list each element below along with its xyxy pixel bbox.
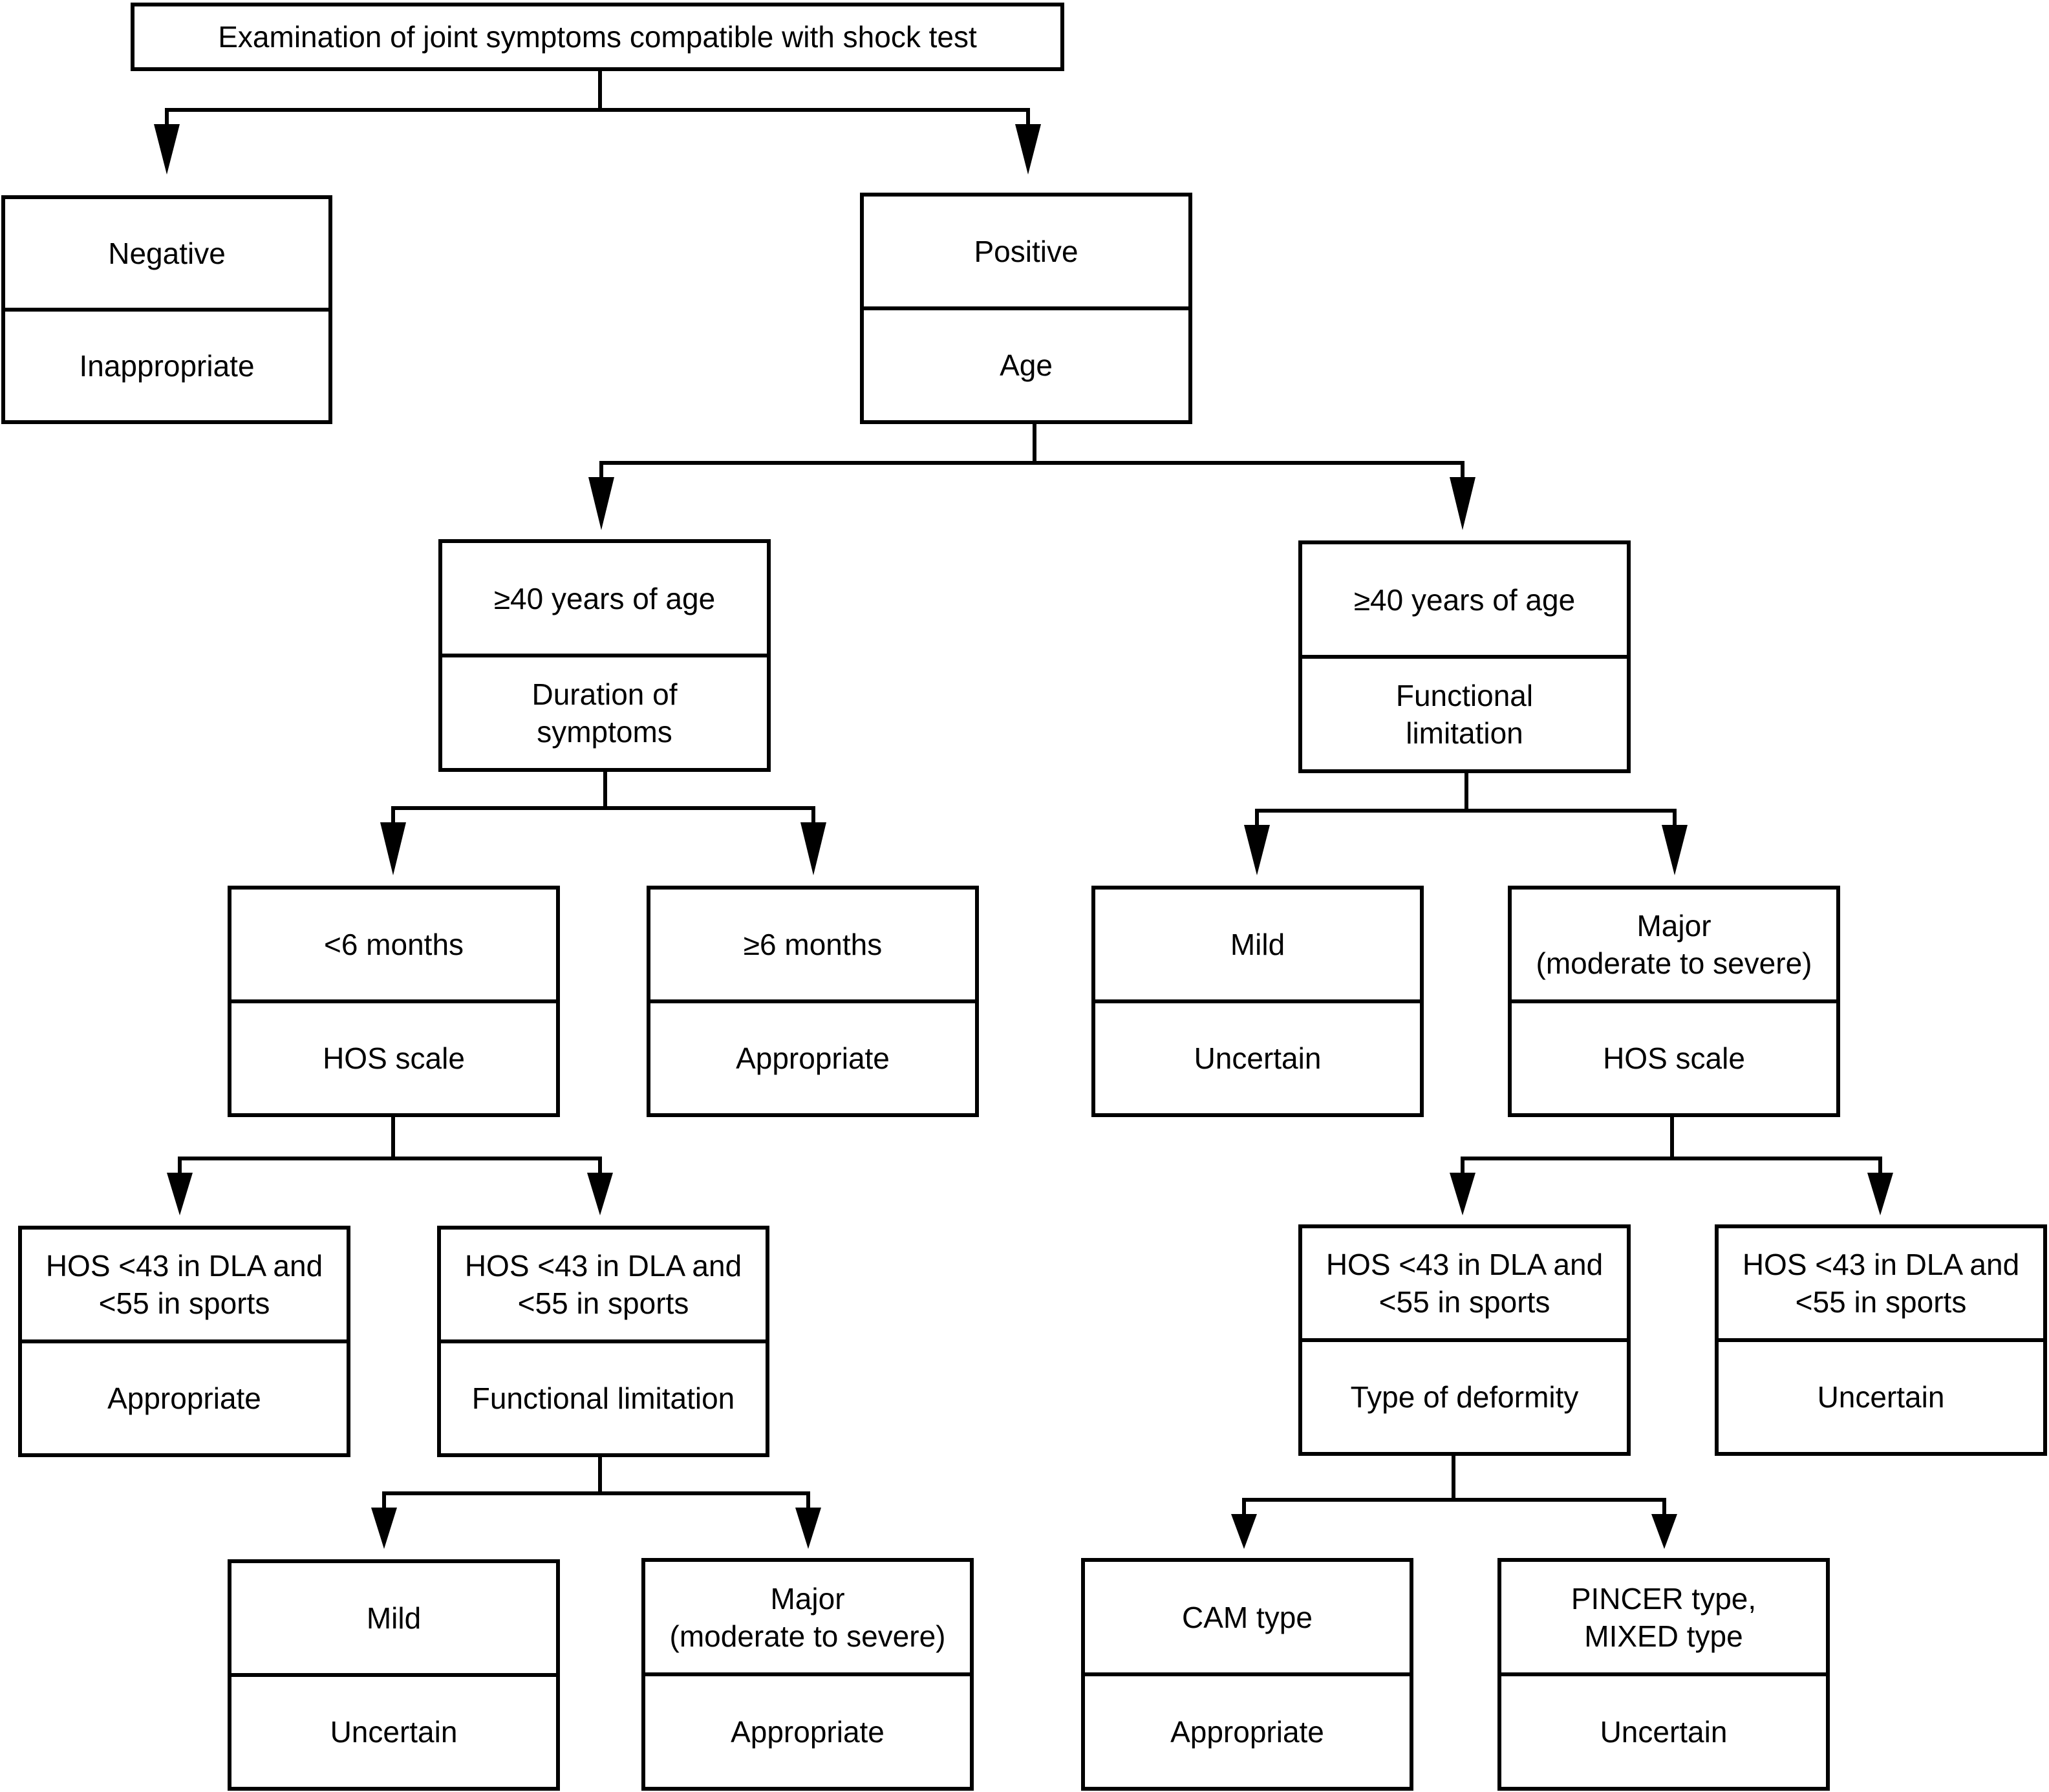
negative-label: Negative [108, 237, 226, 270]
positive-box: Positive Age [860, 193, 1192, 424]
hos-b-label: HOS <43 in DLA and <55 in sports [464, 1249, 742, 1320]
ge6-months-box: ≥6 months Appropriate [647, 886, 979, 1117]
fork-connector [165, 71, 1030, 125]
arrowhead-icon [1662, 825, 1688, 875]
age-left-label: ≥40 years of age [493, 581, 716, 615]
major-right-criterion: HOS scale [1512, 999, 1836, 1113]
hos-d-outcome: Uncertain [1719, 1338, 2043, 1452]
cam-type-outcome: Appropriate [1085, 1672, 1410, 1787]
pincer-type-label: PINCER type, MIXED type [1571, 1581, 1757, 1653]
hos-a-box: HOS <43 in DLA and <55 in sports Appropr… [18, 1226, 350, 1457]
fork-connector [382, 1457, 810, 1509]
hos-c-label: HOS <43 in DLA and <55 in sports [1325, 1248, 1604, 1319]
arrowhead-icon [1244, 825, 1270, 875]
fork-connector [391, 772, 815, 824]
negative-outcome: Inappropriate [5, 308, 328, 420]
age-left-criterion: Duration of symptoms [442, 654, 767, 768]
positive-criterion: Age [864, 306, 1188, 420]
arrowhead-icon [380, 822, 406, 875]
age-right-label: ≥40 years of age [1353, 582, 1576, 617]
ge6-months-outcome: Appropriate [650, 999, 975, 1113]
arrowhead-icon [587, 1173, 613, 1215]
major-left-outcome: Appropriate [645, 1672, 970, 1787]
pincer-type-outcome: Uncertain [1501, 1672, 1826, 1787]
arrowhead-icon [371, 1508, 397, 1549]
lt6-months-label: <6 months [323, 928, 464, 961]
lt6-months-criterion: HOS scale [231, 999, 556, 1113]
age-left-box: ≥40 years of age Duration of symptoms [438, 539, 771, 772]
hos-a-outcome: Appropriate [22, 1339, 347, 1453]
fork-connector [1242, 1456, 1666, 1515]
age-right-box: ≥40 years of age Functional limitation [1298, 540, 1631, 773]
fork-connector [1255, 773, 1677, 826]
mild-right-outcome: Uncertain [1095, 999, 1420, 1113]
arrowhead-icon [795, 1508, 821, 1549]
major-left-box: Major (moderate to severe) Appropriate [641, 1558, 974, 1791]
major-right-box: Major (moderate to severe) HOS scale [1508, 886, 1840, 1117]
arrowhead-icon [1651, 1514, 1677, 1549]
hos-a-label: HOS <43 in DLA and <55 in sports [45, 1249, 323, 1320]
mild-right-label: Mild [1230, 928, 1285, 961]
root-box: Examination of joint symptoms compatible… [131, 3, 1064, 71]
fork-connector [1461, 1117, 1882, 1174]
fork-connector [599, 424, 1464, 478]
hos-c-box: HOS <43 in DLA and <55 in sports Type of… [1298, 1224, 1631, 1456]
hos-b-criterion: Functional limitation [441, 1339, 766, 1453]
hos-b-box: HOS <43 in DLA and <55 in sports Functio… [437, 1226, 769, 1457]
mild-right-box: Mild Uncertain [1091, 886, 1424, 1117]
root-label: Examination of joint symptoms compatible… [218, 20, 977, 54]
mild-left-label: Mild [366, 1601, 422, 1635]
fork-connector [178, 1117, 602, 1174]
major-right-label: Major (moderate to severe) [1536, 909, 1812, 980]
mild-left-box: Mild Uncertain [228, 1559, 560, 1791]
hos-c-criterion: Type of deformity [1302, 1338, 1627, 1452]
arrowhead-icon [1015, 124, 1041, 175]
cam-type-box: CAM type Appropriate [1081, 1558, 1413, 1791]
hos-d-label: HOS <43 in DLA and <55 in sports [1742, 1248, 2020, 1319]
arrowhead-icon [1867, 1173, 1893, 1215]
positive-label: Positive [974, 235, 1078, 268]
lt6-months-box: <6 months HOS scale [228, 886, 560, 1117]
pincer-type-box: PINCER type, MIXED type Uncertain [1497, 1558, 1830, 1791]
arrowhead-icon [800, 822, 826, 875]
major-left-label: Major (moderate to severe) [669, 1581, 946, 1653]
arrowhead-icon [154, 124, 180, 175]
hos-d-box: HOS <43 in DLA and <55 in sports Uncerta… [1715, 1224, 2047, 1456]
arrowhead-icon [1231, 1514, 1257, 1549]
arrowhead-icon [588, 477, 614, 530]
negative-box: Negative Inappropriate [1, 195, 332, 424]
cam-type-label: CAM type [1182, 1600, 1313, 1634]
age-right-criterion: Functional limitation [1302, 655, 1627, 769]
arrowhead-icon [1450, 477, 1475, 530]
ge6-months-label: ≥6 months [743, 928, 883, 961]
arrowhead-icon [1450, 1173, 1475, 1215]
arrowhead-icon [167, 1173, 193, 1215]
mild-left-outcome: Uncertain [231, 1673, 556, 1787]
